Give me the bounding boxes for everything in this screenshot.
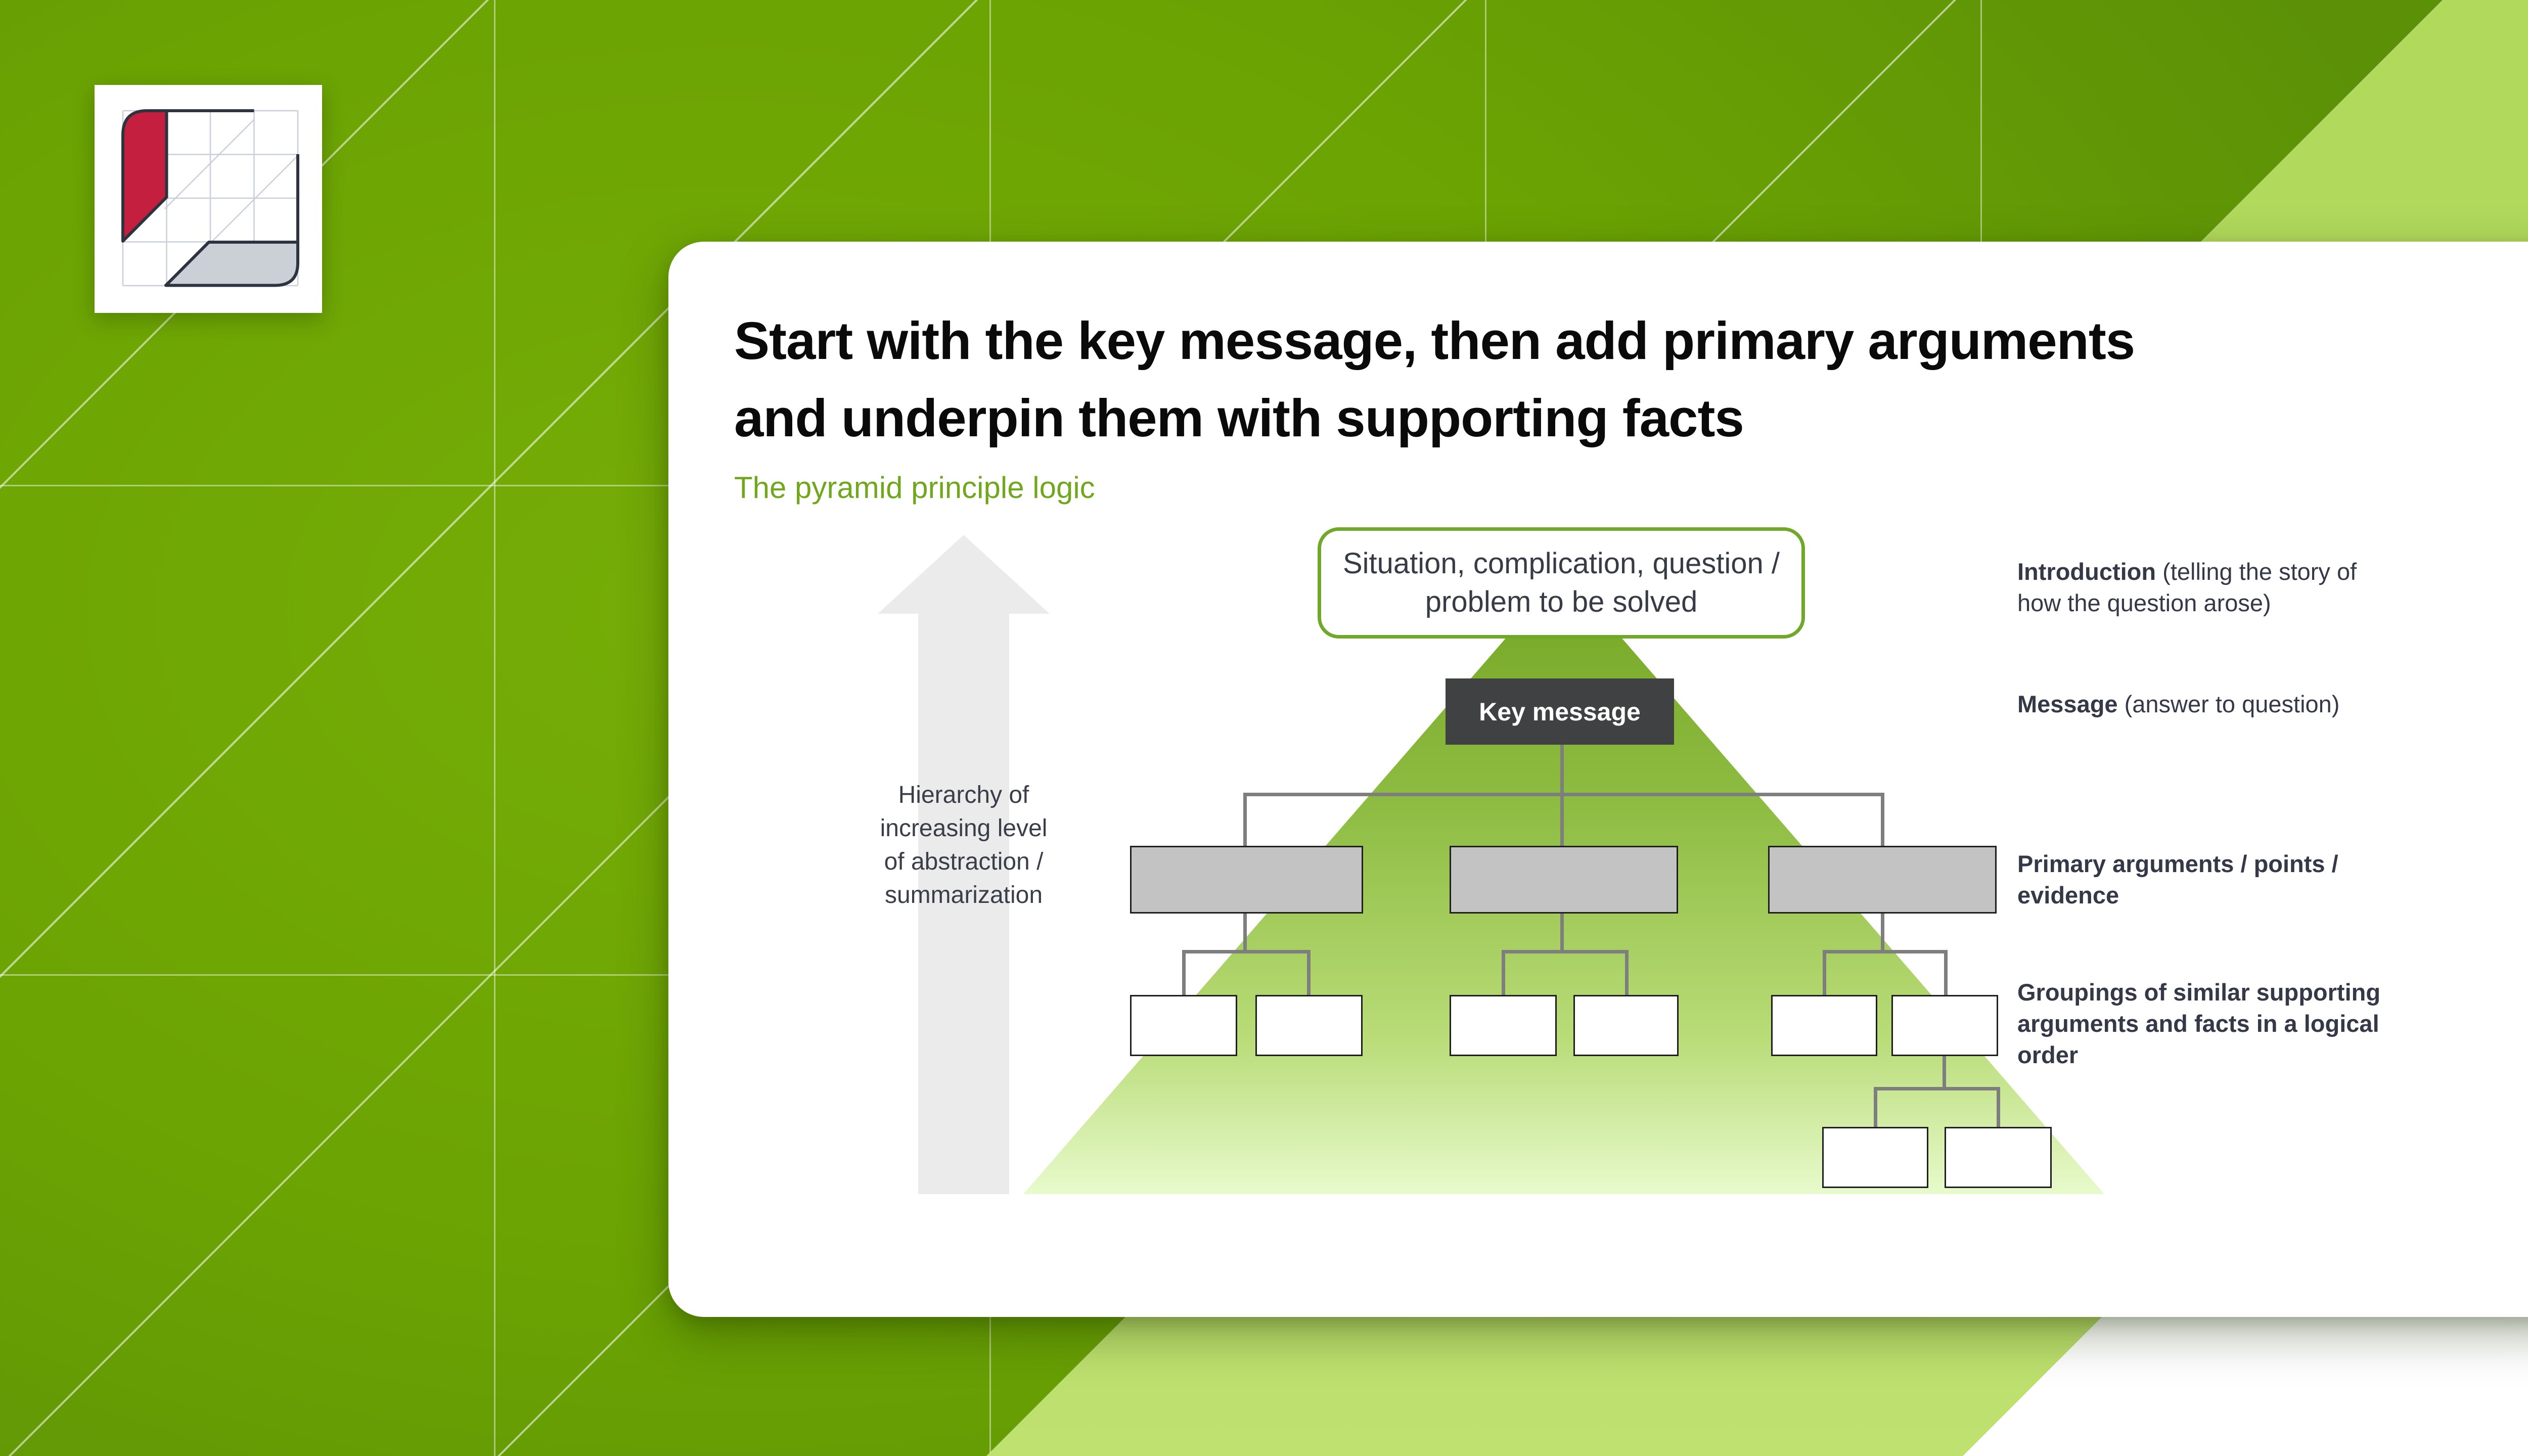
sub-grouping-box <box>1945 1127 2052 1188</box>
connector-line <box>1881 793 1884 846</box>
annotation-lead: Message <box>2017 691 2118 717</box>
key-message-label: Key message <box>1479 697 1641 726</box>
annotation-groupings: Groupings of similar supporting argument… <box>2017 977 2404 1071</box>
primary-argument-box <box>1130 846 1363 914</box>
connector-line <box>1243 793 1247 846</box>
slide-subtitle: The pyramid principle logic <box>734 471 1095 505</box>
sub-grouping-box <box>1822 1127 1928 1188</box>
situation-box: Situation, complication, question / prob… <box>1318 527 1805 639</box>
annotation-rest: (answer to question) <box>2117 691 2340 717</box>
annotation-lead: Primary arguments / points / evidence <box>2017 850 2338 908</box>
up-arrow-shaft <box>918 613 1009 1194</box>
connector-line <box>1874 1087 2000 1090</box>
primary-argument-box <box>1450 846 1678 914</box>
primary-argument-box <box>1768 846 1997 914</box>
slide-title-line2: and underpin them with supporting facts <box>734 389 1744 448</box>
connector-line <box>1625 950 1629 995</box>
slide-title-line1: Start with the key message, then add pri… <box>734 311 2135 371</box>
annotation-lead: Groupings of similar supporting argument… <box>2017 979 2381 1068</box>
connector-line <box>1997 1087 2000 1127</box>
connector-line <box>1823 950 1826 995</box>
connector-line <box>1943 1056 1946 1088</box>
connector-line <box>1874 1087 1877 1127</box>
grouping-box <box>1255 995 1363 1056</box>
connector-line <box>1307 950 1311 995</box>
grouping-box <box>1771 995 1877 1056</box>
connector-line <box>1944 950 1948 995</box>
arrow-label: Hierarchy of increasing level of abstrac… <box>880 782 1048 908</box>
grouping-box <box>1573 995 1679 1056</box>
annotation-primary-arguments: Primary arguments / points / evidence <box>2017 848 2371 911</box>
grouping-box <box>1891 995 1998 1056</box>
connector-line <box>1182 950 1186 995</box>
key-message-box: Key message <box>1446 678 1674 745</box>
annotation-introduction: Introduction (telling the story of how t… <box>2017 556 2394 619</box>
annotation-lead: Introduction <box>2017 558 2156 585</box>
logo-icon <box>95 85 322 313</box>
annotation-rest: (telling the story of how the question a… <box>2017 558 2357 616</box>
slide-title: Start with the key message, then add pri… <box>734 302 2453 457</box>
connector-line <box>1560 914 1564 951</box>
situation-box-label: Situation, complication, question / prob… <box>1342 547 1780 618</box>
connector-line <box>1243 793 1884 796</box>
grouping-box <box>1450 995 1557 1056</box>
connector-line <box>1502 950 1629 953</box>
connector-line <box>1502 950 1505 995</box>
annotation-message: Message (answer to question) <box>2017 689 2412 720</box>
connector-line <box>1182 950 1311 953</box>
connector-line <box>1881 914 1884 951</box>
connector-line <box>1243 914 1247 951</box>
connector-line <box>1823 950 1948 953</box>
grouping-box <box>1130 995 1237 1056</box>
